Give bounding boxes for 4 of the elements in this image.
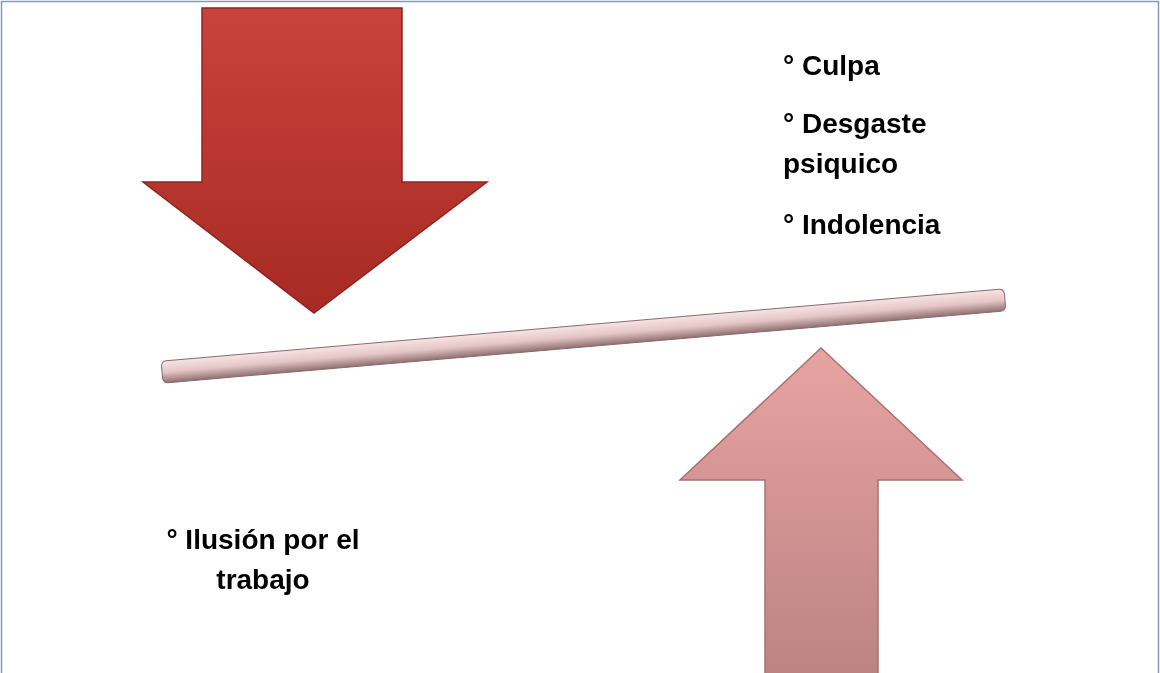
bullet-text: ° Ilusión por el trabajo (165, 523, 361, 597)
bullet-text: ° Desgaste psiquico (783, 107, 928, 181)
bullet-text: ° Indolencia (783, 208, 942, 242)
bullet-text: ° Culpa (783, 49, 881, 83)
